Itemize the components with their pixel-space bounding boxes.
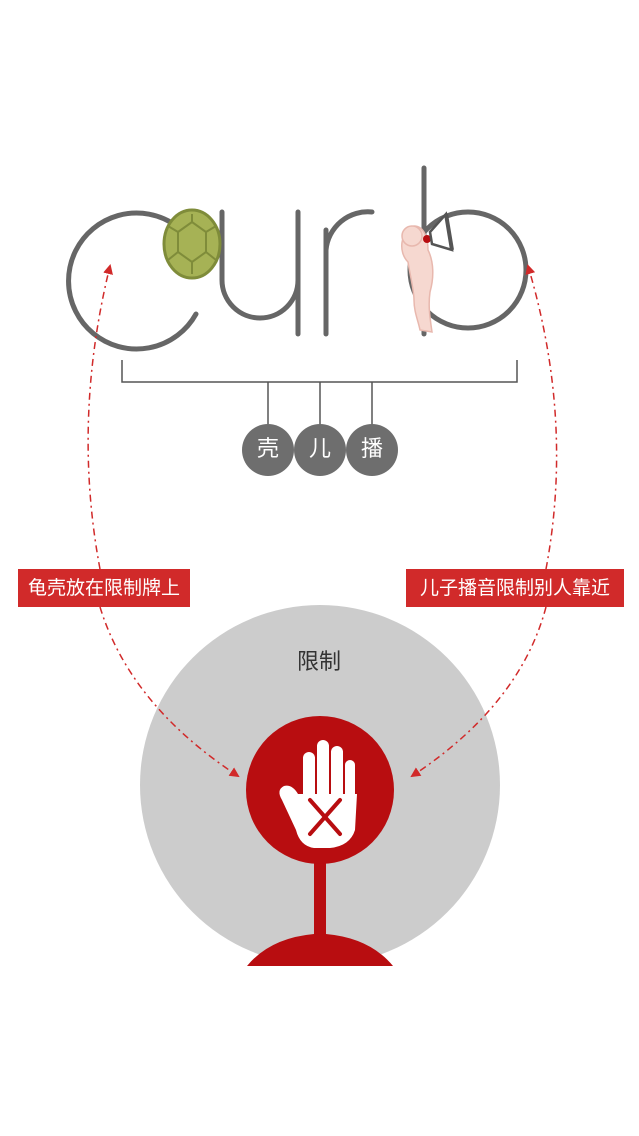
cross-icon (308, 798, 342, 836)
logo-letter-u (219, 209, 301, 321)
right-arc-up (525, 264, 558, 570)
left-arc-down (99, 606, 240, 778)
turtle-shell-icon (162, 208, 222, 280)
megaphone-figure-icon (401, 211, 454, 333)
curb-logo (66, 165, 529, 352)
stop-sign-base (247, 934, 393, 966)
stop-sign-pole (314, 860, 326, 940)
logo-letter-c (66, 210, 199, 352)
left-arc-up (87, 264, 113, 570)
syllable-er: 儿 (294, 424, 346, 476)
syllable-ke: 壳 (242, 424, 294, 476)
label-left: 龟壳放在限制牌上 (18, 569, 190, 607)
label-right: 儿子播音限制别人靠近 (406, 569, 624, 607)
circle-title: 限制 (296, 650, 341, 675)
right-arc-down (410, 606, 547, 778)
syllable-bo: 播 (346, 424, 398, 476)
syllable-bracket (121, 360, 518, 424)
